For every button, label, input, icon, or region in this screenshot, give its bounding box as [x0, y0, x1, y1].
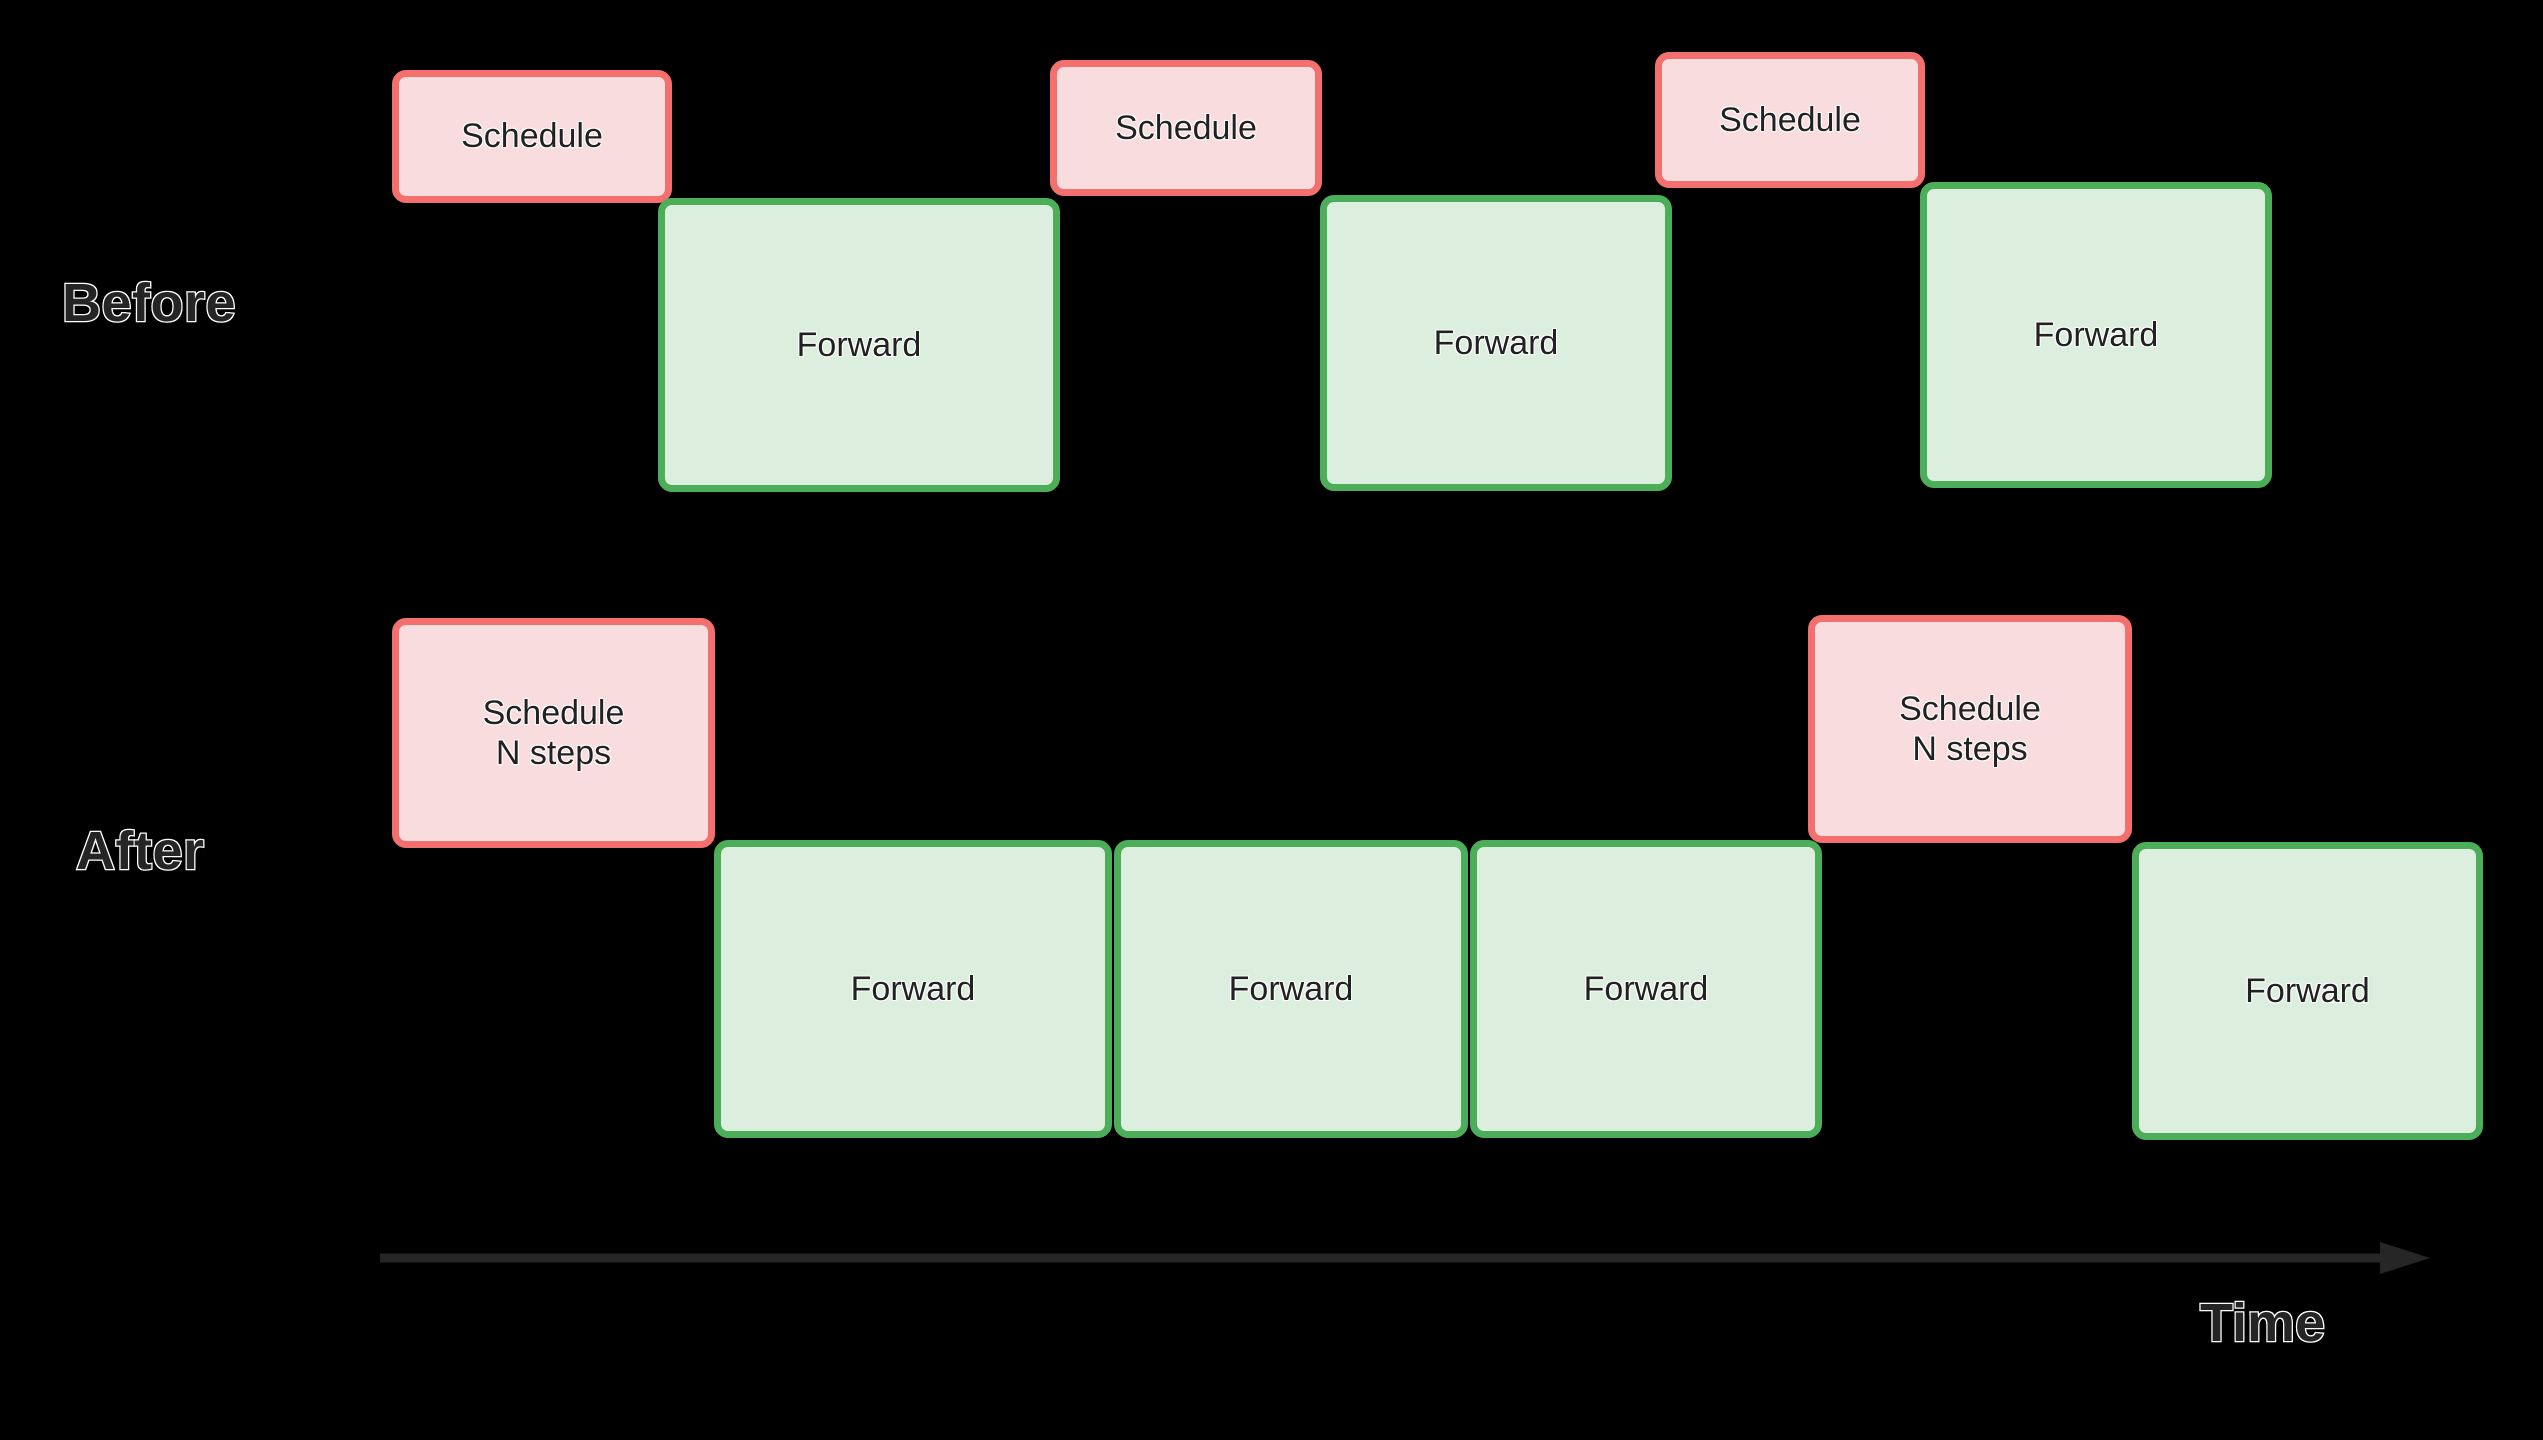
- row-label-after: After: [75, 820, 206, 883]
- schedule-block-label: Schedule N steps: [1899, 689, 2041, 768]
- schedule-block-label: Schedule: [1115, 108, 1257, 147]
- forward-block-label: Forward: [1583, 969, 1709, 1008]
- forward-block-label: Forward: [2245, 971, 2370, 1010]
- schedule-block-label: Schedule N steps: [482, 693, 625, 772]
- forward-block-after-2: Forward: [714, 840, 1112, 1138]
- forward-block-label: Forward: [1433, 323, 1559, 362]
- axis-label-time: Time: [2199, 1292, 2327, 1355]
- forward-block-label: Forward: [796, 325, 922, 364]
- forward-block-after-6: Forward: [2132, 842, 2483, 1140]
- forward-block-label: Forward: [850, 969, 976, 1008]
- schedule-block-before-1: Schedule: [392, 70, 672, 203]
- row-label-before: Before: [61, 272, 237, 335]
- time-axis-arrowhead-icon: [2380, 1242, 2430, 1274]
- time-axis: [380, 1238, 2440, 1278]
- forward-block-before-2: Forward: [658, 198, 1060, 492]
- forward-block-after-3: Forward: [1114, 840, 1468, 1138]
- schedule-block-label: Schedule: [1719, 100, 1861, 139]
- schedule-block-after-5: Schedule N steps: [1808, 615, 2132, 843]
- schedule-block-after-1: Schedule N steps: [392, 618, 715, 848]
- schedule-block-before-3: Schedule: [1050, 60, 1322, 196]
- forward-block-before-6: Forward: [1920, 182, 2272, 488]
- schedule-block-label: Schedule: [461, 117, 603, 156]
- forward-block-label: Forward: [1228, 969, 1354, 1008]
- schedule-block-before-5: Schedule: [1655, 52, 1925, 188]
- forward-block-before-4: Forward: [1320, 195, 1672, 491]
- forward-block-label: Forward: [2033, 315, 2159, 354]
- forward-block-after-4: Forward: [1470, 840, 1822, 1138]
